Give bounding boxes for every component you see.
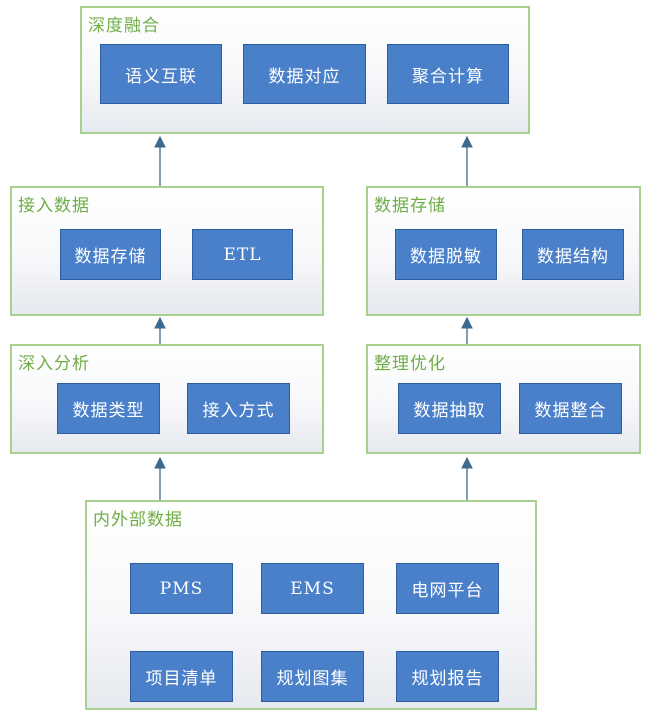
node-data-structure: 数据结构	[522, 229, 624, 280]
node-data-extraction: 数据抽取	[398, 383, 501, 434]
node-data-integration: 数据整合	[519, 383, 622, 434]
node-etl: ETL	[192, 229, 293, 280]
node-grid-platform: 电网平台	[396, 563, 499, 614]
node-access-method: 接入方式	[187, 383, 290, 434]
group-title: 整理优化	[374, 354, 446, 374]
node-project-list: 项目清单	[130, 651, 233, 702]
node-data-storage: 数据存储	[60, 229, 161, 280]
node-data-correspondence: 数据对应	[243, 44, 366, 104]
node-ems: EMS	[261, 563, 364, 614]
group-title: 深度融合	[88, 16, 160, 36]
group-title: 深入分析	[18, 354, 90, 374]
node-planning-report: 规划报告	[396, 651, 499, 702]
group-title: 接入数据	[18, 196, 90, 216]
node-semantic-interconnection: 语义互联	[100, 44, 222, 104]
node-planning-atlas: 规划图集	[261, 651, 364, 702]
group-title: 内外部数据	[93, 510, 183, 530]
node-aggregate-computation: 聚合计算	[387, 44, 509, 104]
node-data-masking: 数据脱敏	[395, 229, 497, 280]
node-data-type: 数据类型	[57, 383, 160, 434]
node-pms: PMS	[130, 563, 233, 614]
group-title: 数据存储	[374, 196, 446, 216]
